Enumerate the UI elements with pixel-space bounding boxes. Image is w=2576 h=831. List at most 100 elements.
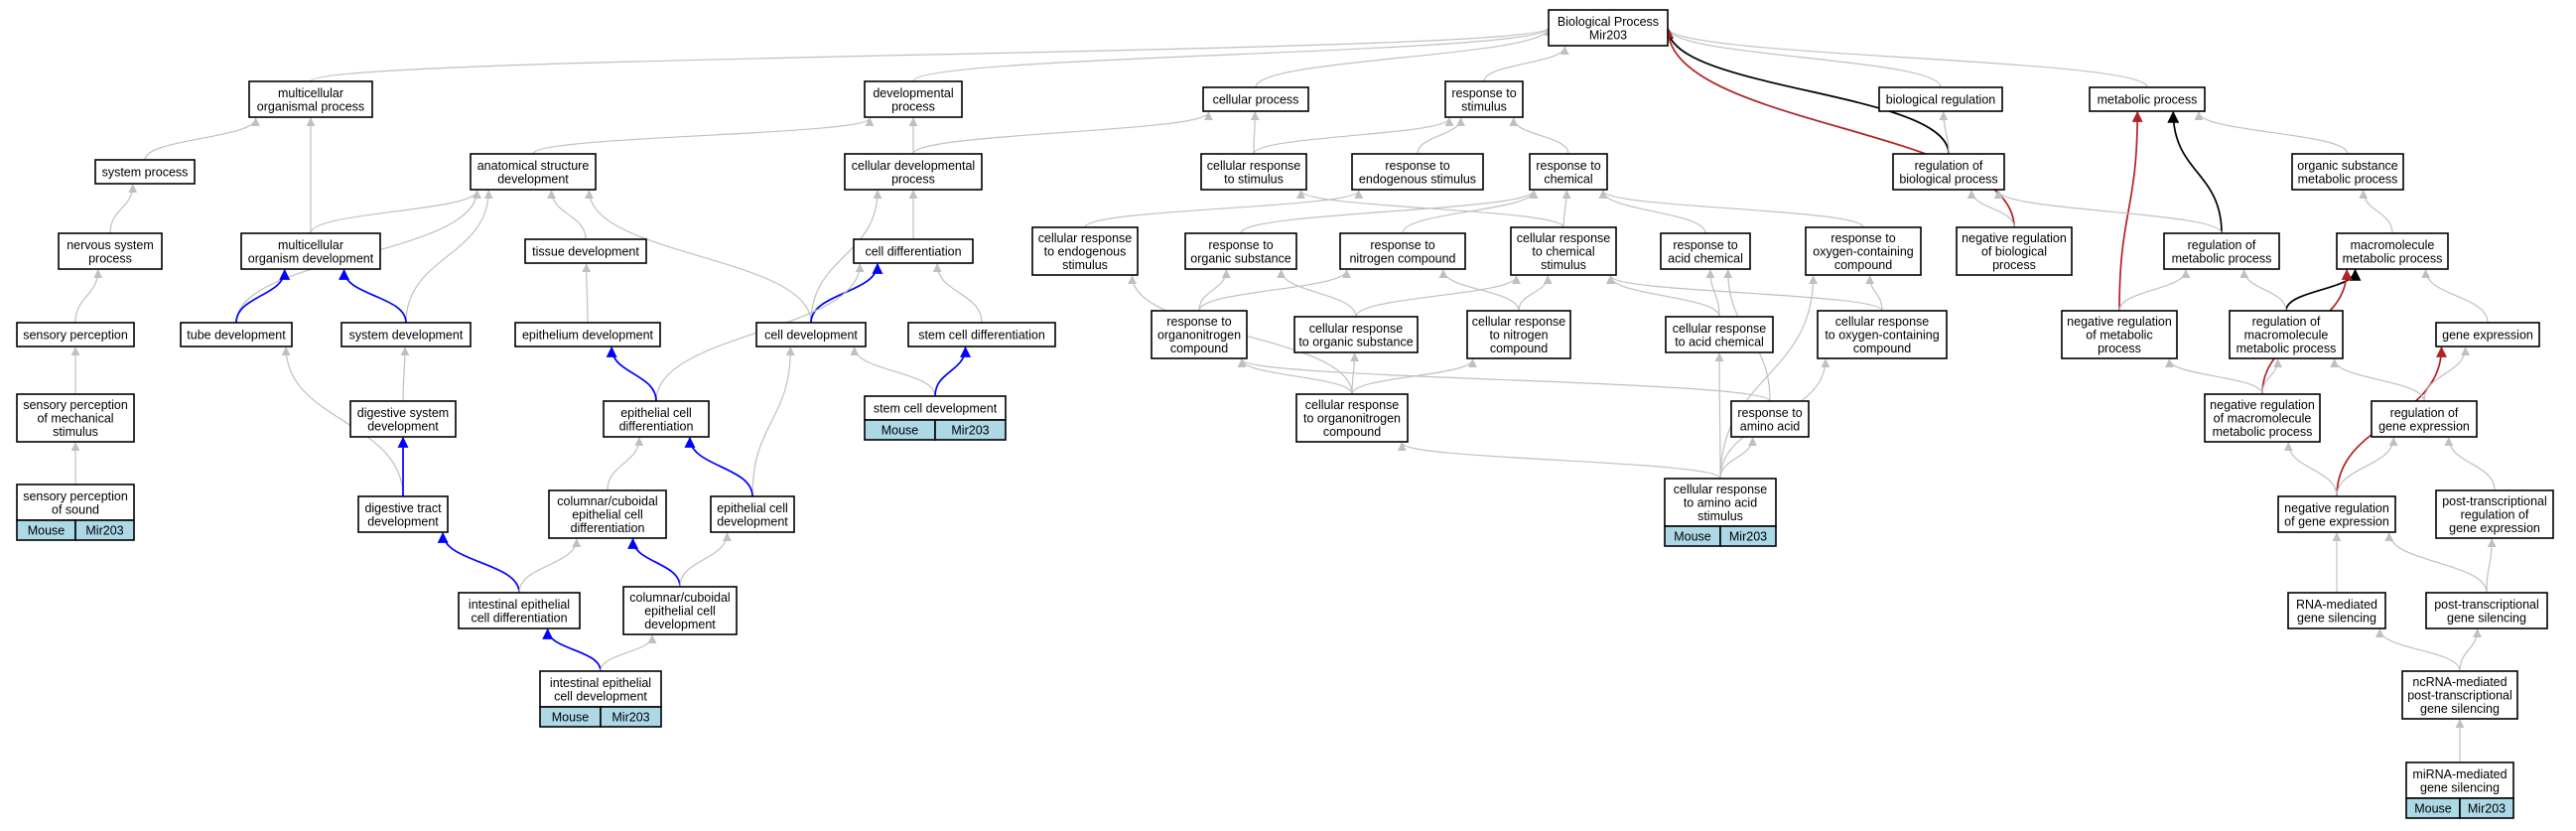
- node-box: [844, 153, 983, 191]
- edge-cell_devt-to-anat_dev: [585, 190, 812, 324]
- edge-cell_dev_proc-to-cell_proc: [912, 111, 1213, 155]
- node-label-line: cellular response: [1472, 315, 1566, 329]
- node-label-line: differentiation: [619, 419, 694, 433]
- node-box: [1878, 86, 2003, 112]
- node-label-line: regulation of: [2390, 406, 2459, 420]
- node-label-line: miRNA-mediated: [2412, 767, 2507, 781]
- node-box: [2371, 400, 2478, 438]
- node-box: [16, 393, 135, 443]
- edge-resp_orgnitro-to-resp_org_sub: [1198, 269, 1231, 312]
- node-label-line: stimulus: [1541, 258, 1586, 272]
- edge-cell_devt-to-cell_dev_proc: [810, 190, 882, 324]
- go-term-node-cell-diff[interactable]: cell differentiation: [853, 238, 974, 264]
- edge-cr_chem-to-resp_chem: [1561, 190, 1571, 228]
- node-label-line: organismal process: [257, 99, 364, 113]
- node-box: [1031, 226, 1139, 276]
- edge-reg_met-to-met_proc: [2167, 110, 2223, 234]
- node-label-line: gene silencing: [2420, 780, 2500, 794]
- go-term-node-cell-devt[interactable]: cell development: [755, 322, 867, 347]
- go-term-node-gene-expr[interactable]: gene expression: [2435, 322, 2540, 347]
- node-label-line: negative regulation: [2210, 398, 2315, 412]
- node-box: [1293, 316, 1419, 353]
- node-label-line: tissue development: [532, 245, 639, 259]
- go-term-node-met-proc[interactable]: metabolic process: [2089, 86, 2206, 112]
- node-label-line: gene silencing: [2297, 611, 2376, 624]
- node-label-line: gene silencing: [2420, 702, 2500, 716]
- node-label-line: response to: [1208, 238, 1273, 252]
- edge-stem_dev-to-stem_diff: [934, 346, 972, 397]
- go-term-node-bio-reg[interactable]: biological regulation: [1878, 86, 2003, 112]
- node-label-line: cellular response: [1305, 398, 1400, 412]
- go-term-node-sens-perc[interactable]: sensory perception: [16, 322, 135, 347]
- node-label-line: response to: [1385, 159, 1449, 173]
- node-label-line: regulation of: [1915, 159, 1983, 173]
- go-term-node-epi-dev[interactable]: epithelium development: [514, 322, 661, 347]
- edge-met_proc-to-root: [1663, 27, 2148, 88]
- node-box: [1817, 310, 1948, 359]
- go-term-node-sys-dev[interactable]: system development: [340, 322, 472, 347]
- go-term-node-tube-dev[interactable]: tube development: [180, 322, 293, 347]
- go-term-node-tissue-dev[interactable]: tissue development: [524, 238, 647, 264]
- go-term-node-stem-diff[interactable]: stem cell differentiation: [907, 322, 1056, 347]
- go-term-node-cell-proc[interactable]: cellular process: [1202, 86, 1309, 112]
- go-term-node-sys-proc[interactable]: system process: [94, 159, 196, 185]
- node-label-line: cellular response: [1673, 322, 1767, 336]
- node-label-line: stem cell differentiation: [918, 329, 1045, 343]
- node-label-line: response to: [1673, 238, 1737, 252]
- gene-cell: [2459, 797, 2514, 819]
- node-label-line: epithelial cell: [717, 501, 788, 515]
